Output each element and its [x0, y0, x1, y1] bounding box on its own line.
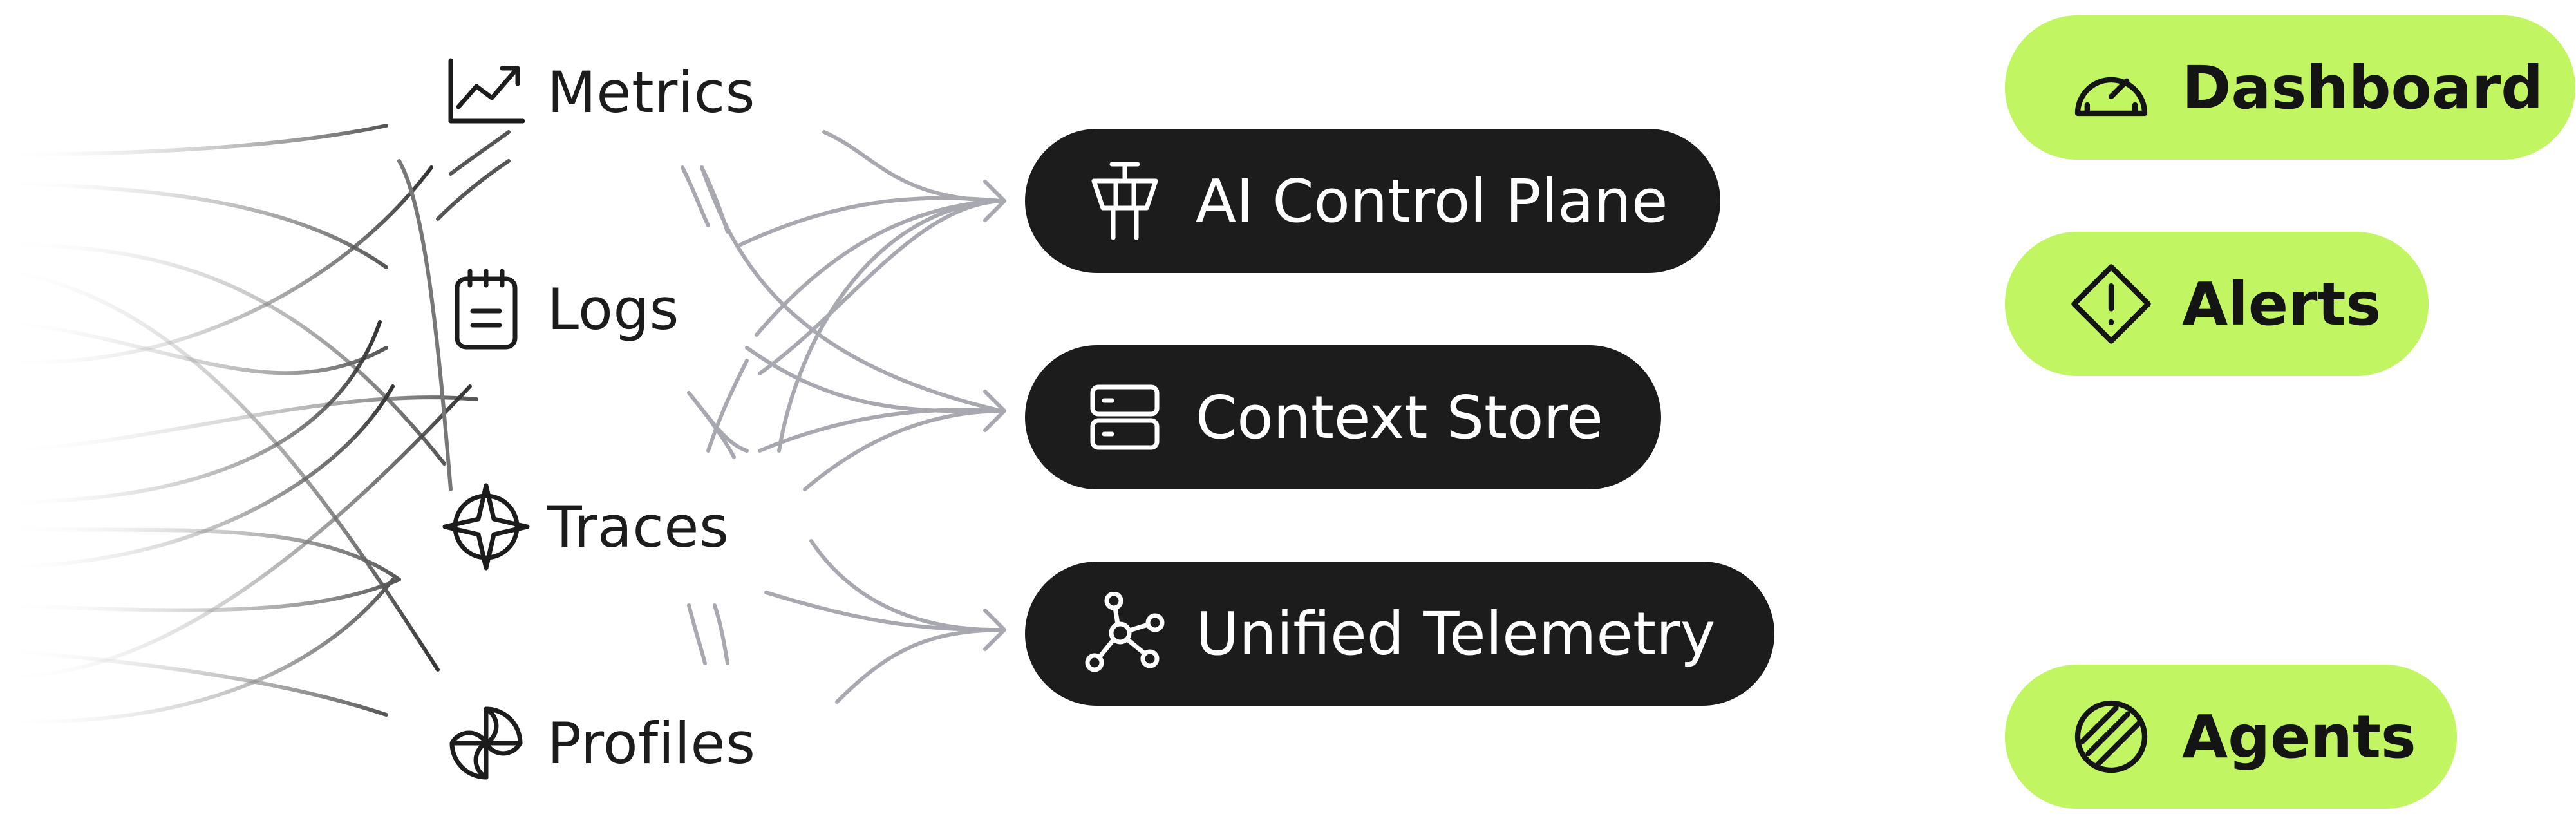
incoming-strand	[0, 578, 395, 724]
incoming-strand	[0, 384, 472, 679]
pill-context-store: Context Store	[1025, 345, 1661, 489]
fan-curve	[835, 628, 1003, 704]
notepad-icon	[438, 264, 534, 354]
fan-curve	[758, 199, 1003, 375]
pinwheel-icon	[438, 698, 534, 788]
pill-dashboard: Dashboard	[2005, 15, 2575, 160]
incoming-strands	[0, 124, 511, 724]
server-stack-icon	[1083, 372, 1167, 462]
pill-label: Unified Telemetry	[1196, 599, 1716, 668]
hatched-circle-icon	[2069, 692, 2153, 782]
pill-agents: Agents	[2005, 665, 2457, 809]
source-traces: Traces	[438, 482, 729, 572]
pill-label: Context Store	[1196, 383, 1603, 452]
pill-label: AI Control Plane	[1196, 166, 1668, 236]
fan-curve	[681, 165, 710, 227]
source-metrics: Metrics	[438, 47, 755, 137]
gauge-icon	[2069, 43, 2153, 133]
source-label: Logs	[547, 276, 680, 343]
incoming-strand	[0, 648, 388, 717]
pill-label: Alerts	[2182, 269, 2382, 339]
network-nodes-icon	[1083, 589, 1167, 679]
fan-curve	[713, 603, 729, 665]
arrowhead	[983, 180, 1006, 222]
incoming-strand	[0, 124, 388, 156]
pill-alerts: Alerts	[2005, 232, 2429, 376]
fan-curve	[803, 409, 1003, 491]
incoming-strand	[449, 130, 511, 176]
fan-curve	[706, 359, 749, 453]
source-label: Metrics	[547, 59, 755, 126]
incoming-strand	[0, 395, 478, 453]
arrowhead	[983, 390, 1006, 432]
incoming-strand	[0, 243, 446, 466]
fan-curve	[777, 199, 1003, 453]
pill-label: Agents	[2182, 702, 2416, 771]
incoming-strand	[0, 320, 382, 504]
fan-curve	[687, 603, 707, 665]
source-label: Profiles	[547, 710, 756, 777]
fan-curve	[822, 130, 1003, 203]
warning-diamond-icon	[2069, 259, 2153, 349]
incoming-strand	[0, 320, 388, 375]
incoming-strand	[0, 384, 395, 569]
pill-ai-control-plane: AI Control Plane	[1025, 129, 1720, 273]
fan-curve	[687, 391, 749, 453]
compass-star-icon	[438, 482, 534, 572]
fan-curve	[738, 196, 1003, 247]
fan-curve	[700, 165, 729, 234]
arrowhead	[983, 609, 1006, 651]
fan-curve	[758, 408, 1003, 453]
incoming-strand	[397, 159, 453, 491]
fan-in-curves	[681, 130, 1003, 704]
incoming-strand	[436, 159, 511, 221]
fan-curve	[700, 165, 1003, 413]
control-tower-icon	[1083, 156, 1167, 246]
pill-unified-telemetry: Unified Telemetry	[1025, 562, 1774, 706]
arrowheads	[983, 180, 1006, 651]
incoming-strand	[0, 526, 401, 581]
source-profiles: Profiles	[438, 698, 755, 788]
source-label: Traces	[547, 493, 729, 560]
incoming-strand	[0, 165, 433, 364]
fan-curve	[764, 591, 1003, 632]
fan-curve	[809, 539, 1003, 632]
pill-label: Dashboard	[2182, 53, 2544, 122]
incoming-strand	[0, 578, 401, 612]
incoming-strand	[0, 182, 388, 269]
chart-line-icon	[438, 47, 534, 137]
source-logs: Logs	[438, 264, 679, 354]
